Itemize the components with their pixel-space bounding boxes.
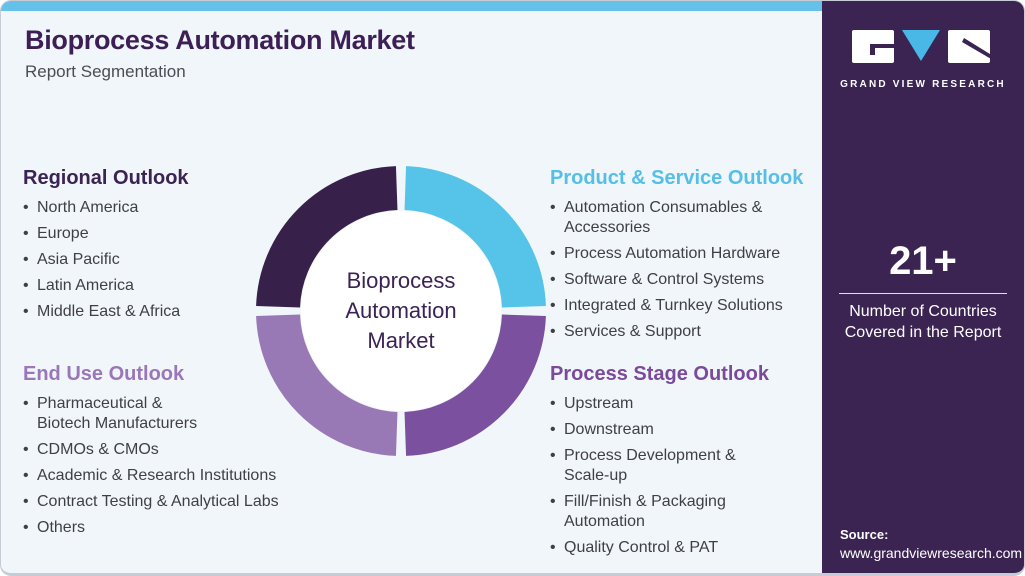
list-item: Quality Control & PAT: [550, 538, 812, 558]
end-use-list: Pharmaceutical & Biotech Manufacturers C…: [23, 394, 353, 538]
list-item: Integrated & Turnkey Solutions: [550, 296, 826, 316]
top-accent-bar: [1, 1, 824, 11]
list-item: Downstream: [550, 420, 812, 440]
donut-segment-product-service: [403, 166, 546, 309]
source-block: Source: www.grandviewresearch.com: [840, 527, 1022, 561]
source-url-link[interactable]: www.grandviewresearch.com: [840, 545, 1023, 561]
list-item: Latin America: [23, 276, 263, 296]
brand-name: GRAND VIEW RESEARCH: [840, 79, 1006, 90]
list-item: Asia Pacific: [23, 250, 263, 270]
list-item: Contract Testing & Analytical Labs: [23, 492, 353, 512]
donut-segment-process-stage: [403, 313, 546, 456]
gvr-logo-icon: [822, 29, 1024, 70]
stat-label: Number of Countries Covered in the Repor…: [844, 303, 1002, 341]
donut-segment-regional: [256, 166, 399, 309]
stat-divider: [839, 293, 1007, 294]
list-item: Software & Control Systems: [550, 270, 826, 290]
sidebar: GRAND VIEW RESEARCH 21+ Number of Countr…: [822, 1, 1024, 573]
page-subtitle: Report Segmentation: [25, 62, 186, 81]
list-item: Pharmaceutical & Biotech Manufacturers: [23, 394, 353, 434]
list-item: Process Development & Scale-up: [550, 446, 812, 486]
list-item: Others: [23, 518, 353, 538]
list-item: Process Automation Hardware: [550, 244, 826, 264]
donut-chart: Bioprocess Automation Market: [256, 166, 546, 456]
section-title-process-stage: Process Stage Outlook: [550, 363, 769, 385]
header: Bioprocess Automation Market Report Segm…: [25, 25, 415, 82]
list-item: Europe: [23, 224, 263, 244]
regional-list: North America Europe Asia Pacific Latin …: [23, 198, 263, 322]
donut-rings: [256, 166, 546, 456]
list-item: Services & Support: [550, 322, 826, 342]
page-title: Bioprocess Automation Market: [25, 25, 415, 55]
list-item: Academic & Research Institutions: [23, 466, 353, 486]
process-stage-list: Upstream Downstream Process Development …: [550, 394, 812, 558]
donut-segment-end-use: [256, 313, 399, 456]
list-item: Fill/Finish & Packaging Automation: [550, 492, 812, 532]
source-label: Source:: [840, 527, 889, 542]
section-title-regional: Regional Outlook: [23, 167, 189, 189]
section-product-service-outlook: Product & Service Outlook Automation Con…: [550, 167, 826, 348]
section-end-use-outlook: End Use Outlook Pharmaceutical & Biotech…: [23, 363, 353, 544]
list-item: Middle East & Africa: [23, 302, 263, 322]
list-item: Upstream: [550, 394, 812, 414]
list-item: Automation Consumables & Accessories: [550, 198, 826, 238]
section-title-end-use: End Use Outlook: [23, 363, 185, 385]
list-item: North America: [23, 198, 263, 218]
product-service-list: Automation Consumables & Accessories Pro…: [550, 198, 826, 342]
section-title-product-service: Product & Service Outlook: [550, 167, 804, 189]
stat-value: 21+: [889, 239, 957, 283]
list-item: CDMOs & CMOs: [23, 440, 353, 460]
section-process-stage-outlook: Process Stage Outlook Upstream Downstrea…: [550, 363, 812, 564]
section-regional-outlook: Regional Outlook North America Europe As…: [23, 167, 263, 328]
countries-stat: 21+ Number of Countries Covered in the R…: [838, 239, 1008, 344]
